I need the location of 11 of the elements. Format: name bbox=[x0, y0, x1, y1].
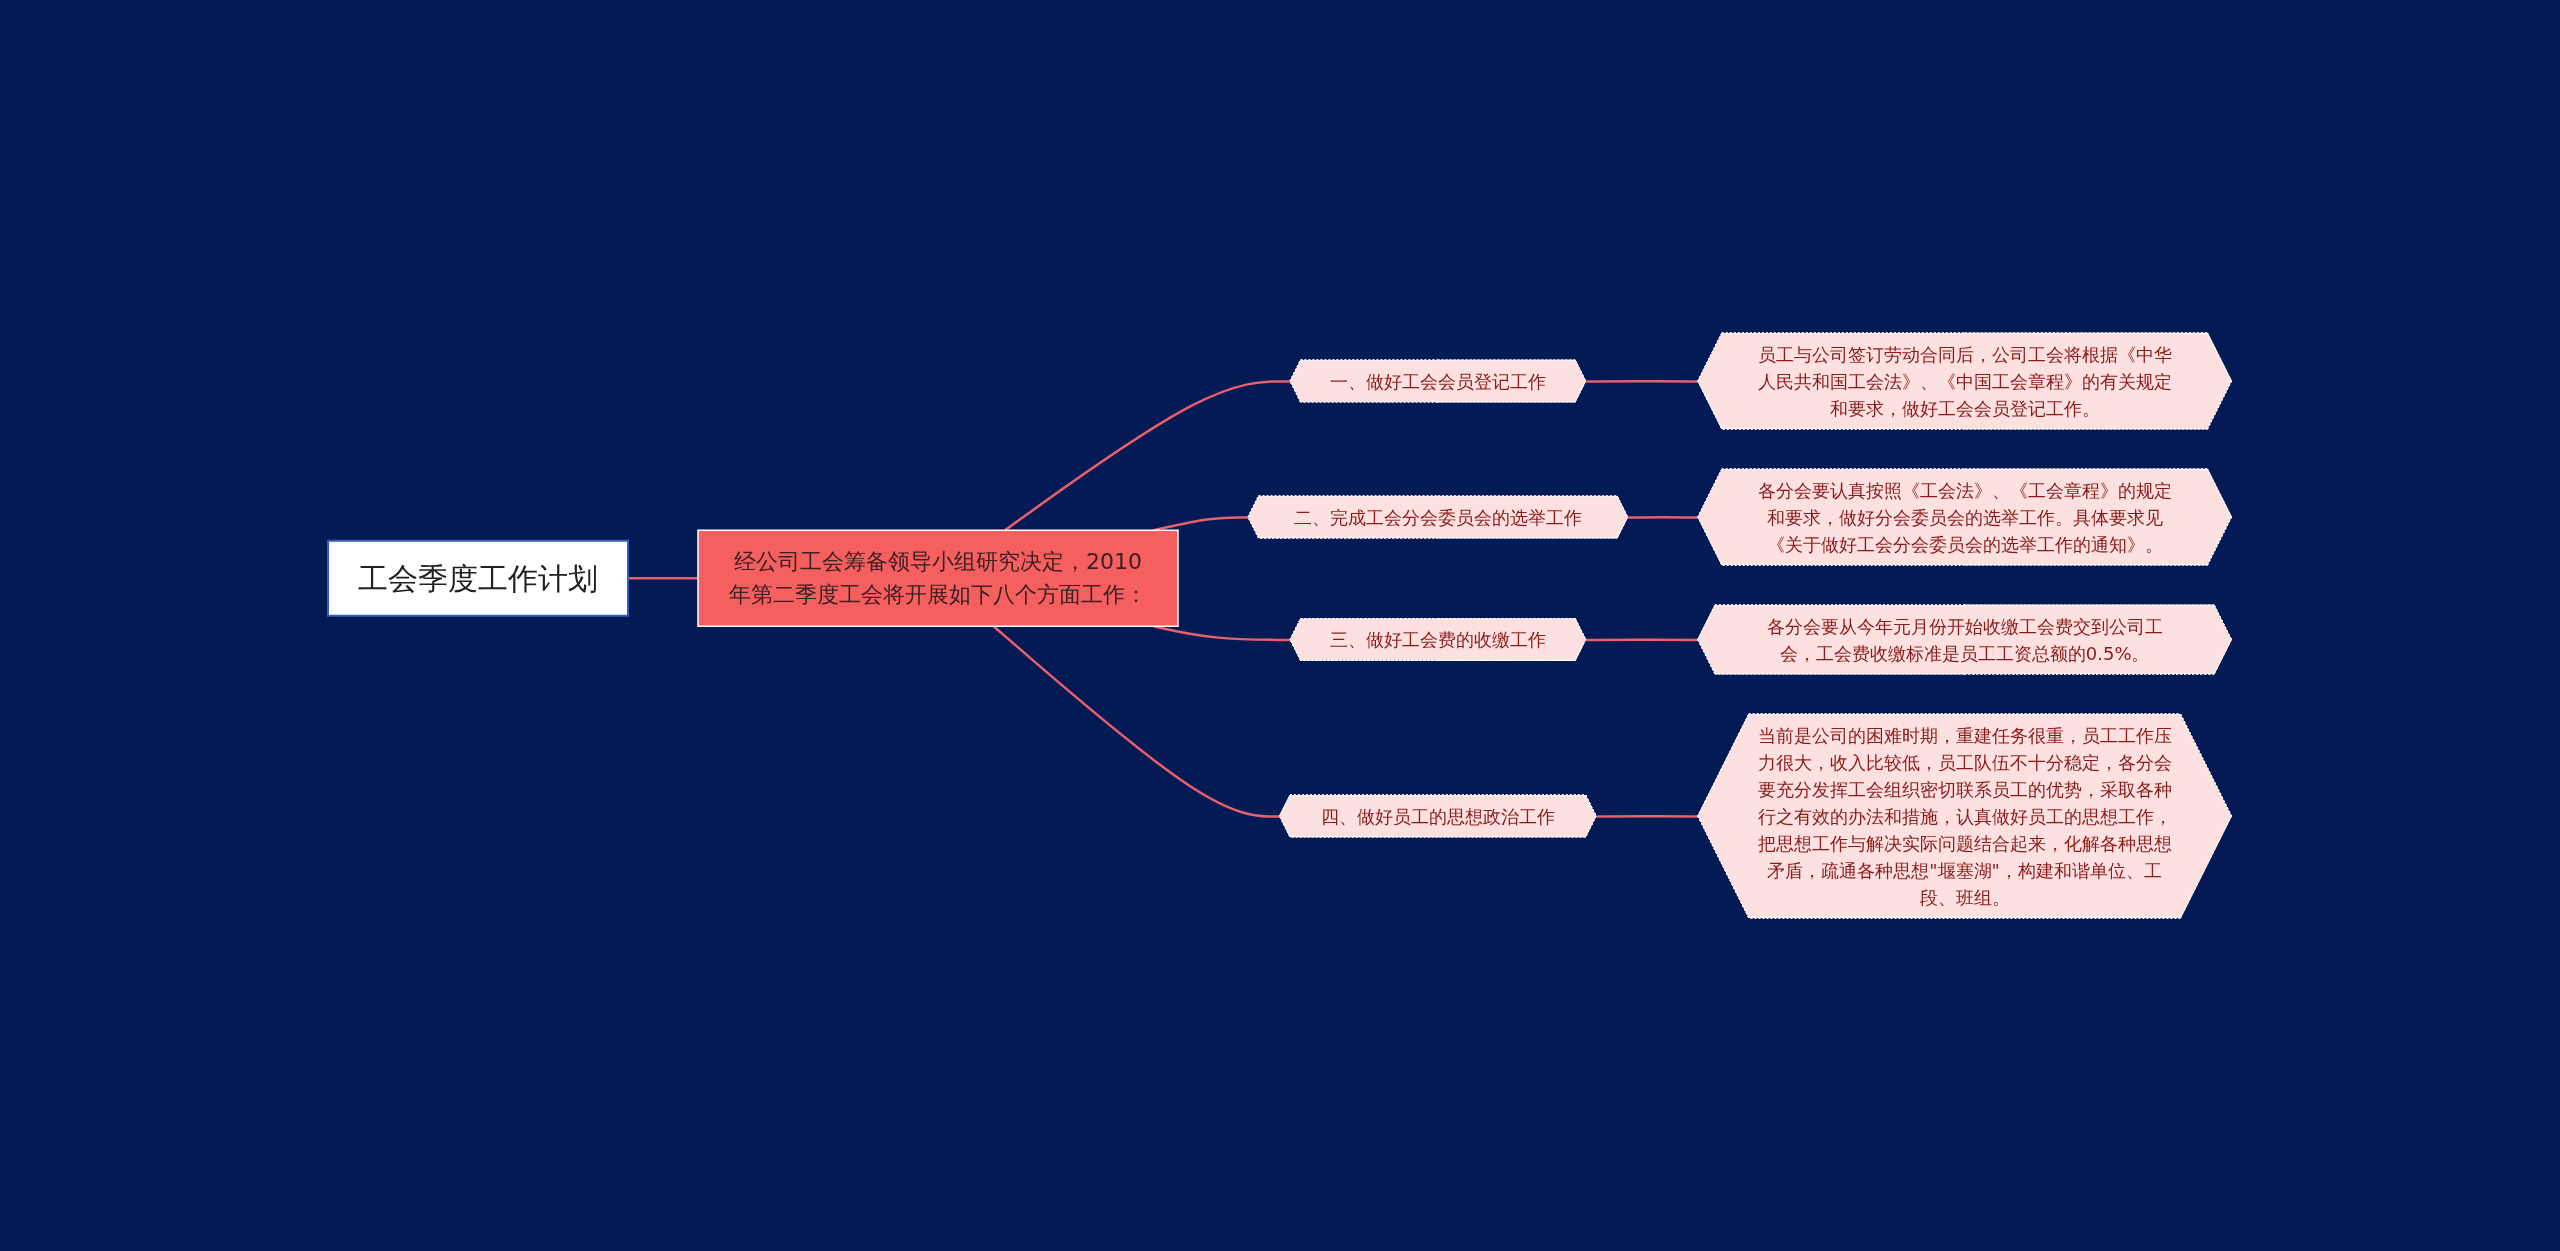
connector bbox=[1153, 625, 1291, 642]
connector bbox=[1628, 515, 1699, 519]
connector bbox=[628, 577, 699, 580]
node-box: 经公司工会筹备领导小组研究决定，2010年第二季度工会将开展如下八个方面工作： bbox=[697, 529, 1179, 627]
connector bbox=[992, 625, 1281, 818]
node-box: 工会季度工作计划 bbox=[327, 539, 630, 617]
connector bbox=[1586, 638, 1699, 642]
connector bbox=[1586, 379, 1699, 383]
connector bbox=[1153, 516, 1249, 532]
connector bbox=[1597, 814, 1699, 818]
connector bbox=[1004, 380, 1291, 532]
